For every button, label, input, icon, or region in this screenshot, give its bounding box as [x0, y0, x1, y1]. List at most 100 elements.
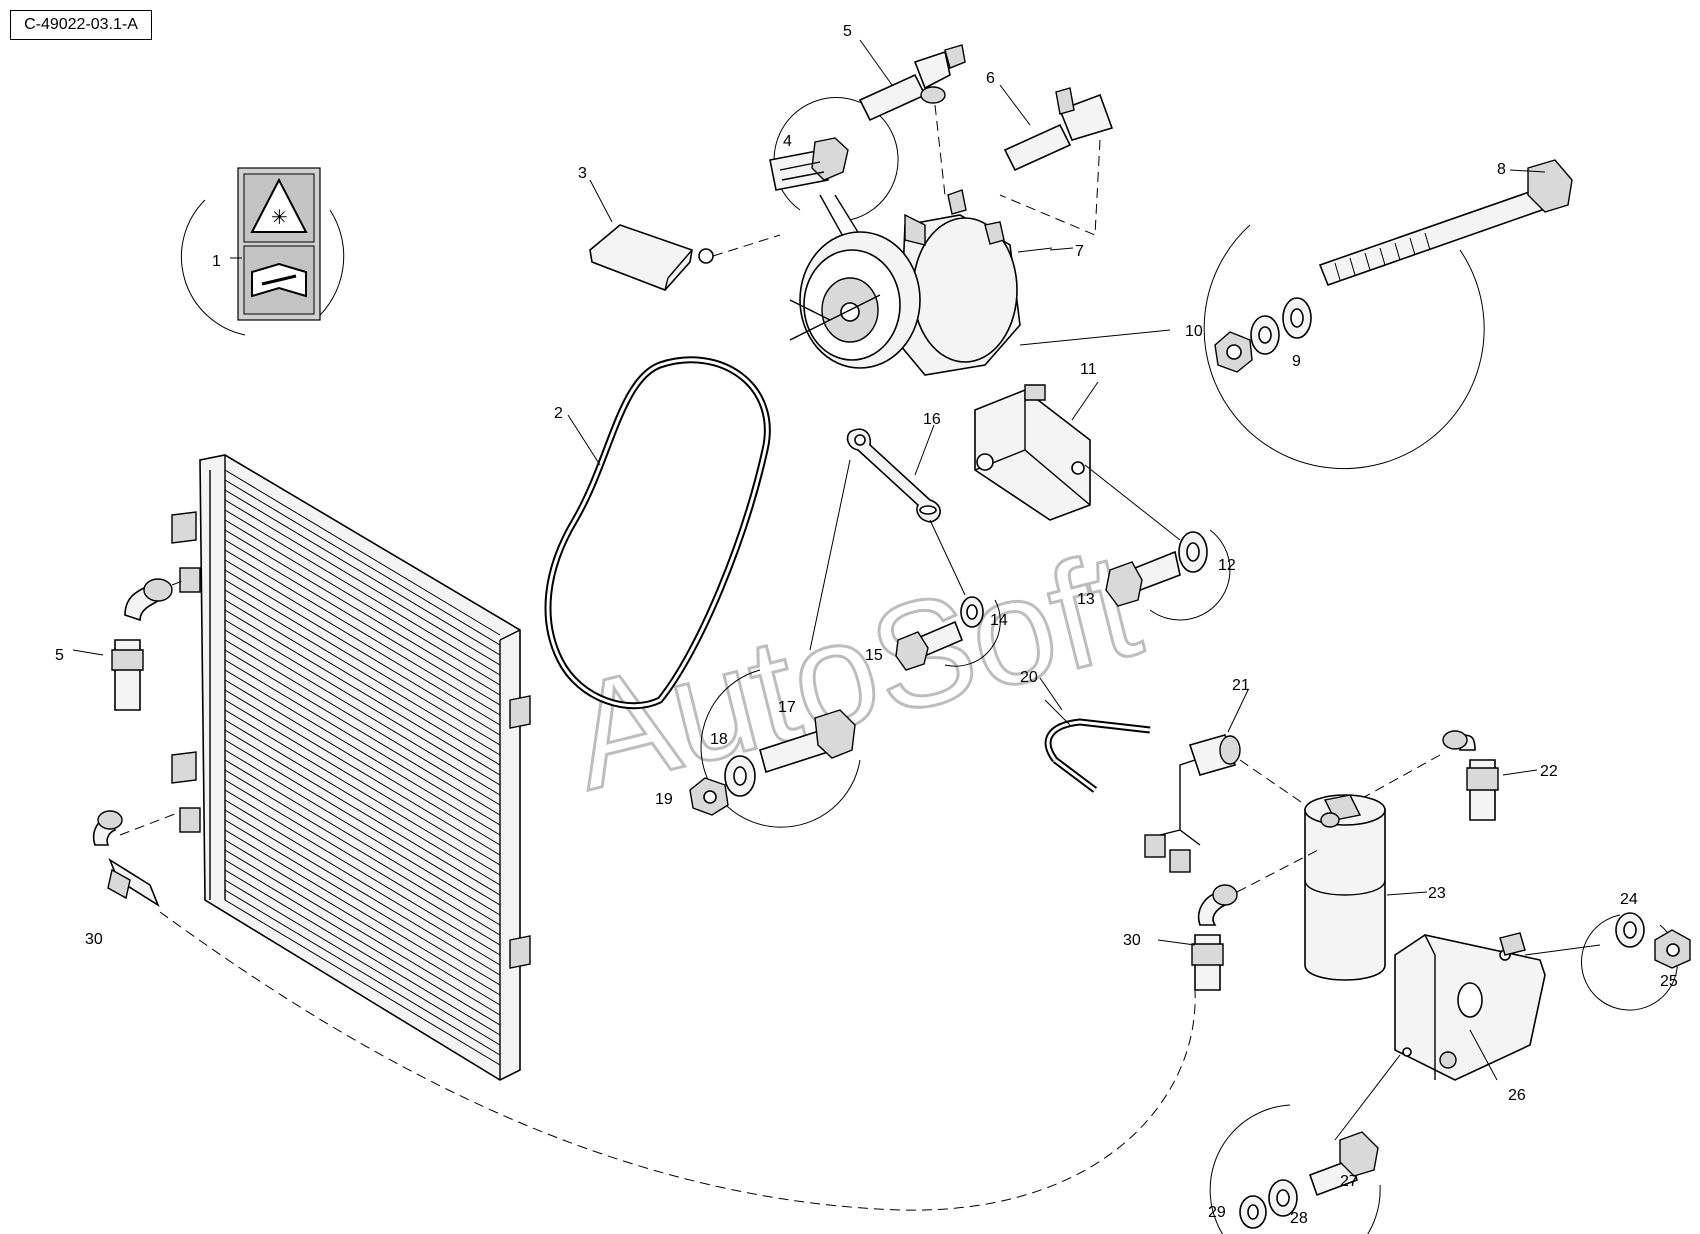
condenser-fin — [224, 579, 501, 746]
callout-26: 26 — [1508, 1087, 1526, 1104]
nut-part-10 — [1019, 329, 1253, 373]
callout-24: 24 — [1620, 891, 1638, 908]
bolt-part-27 — [1209, 1054, 1401, 1234]
condenser-fin — [224, 819, 501, 986]
nut-part-19 — [689, 777, 729, 816]
long-bolt-part-8 — [1203, 159, 1573, 470]
condenser-fin — [224, 679, 501, 846]
condenser-fin — [224, 549, 501, 716]
callout-4: 4 — [783, 133, 792, 150]
condenser-fin — [224, 709, 501, 876]
condenser-fin — [224, 479, 501, 646]
receiver-drier-part-23 — [1304, 794, 1386, 981]
bolt-part-4 — [769, 97, 901, 301]
washer-part-9 — [1250, 297, 1312, 355]
condenser-fin — [224, 649, 501, 816]
washer-part-29 — [1239, 1195, 1267, 1229]
leader-lines — [72, 39, 1546, 1081]
callout-14: 14 — [990, 612, 1008, 629]
condenser-fin — [224, 529, 501, 696]
condenser-fin — [224, 809, 501, 976]
condenser-fin — [224, 849, 501, 1016]
callout-19: 19 — [655, 791, 673, 808]
support-bracket-part-26 — [1394, 932, 1546, 1081]
condenser-fin — [224, 589, 501, 756]
condenser-fin — [224, 749, 501, 916]
ac-compressor-part — [789, 189, 1053, 376]
callout-27: 27 — [1340, 1173, 1358, 1190]
condenser-fin — [224, 629, 501, 796]
condenser-fin — [224, 469, 501, 636]
hose-fitting-part-6-top — [999, 87, 1114, 236]
bracket-clip-part — [589, 224, 781, 291]
u-wire-part-20 — [1044, 699, 1151, 793]
condenser-fin — [224, 789, 501, 956]
pressure-switch-part-21 — [1144, 734, 1321, 873]
washer-part-18 — [724, 755, 756, 797]
washer-part-14 — [929, 519, 1001, 667]
condenser-fin — [224, 539, 501, 706]
bolt-part-17 — [700, 669, 861, 828]
callout-1: 1 — [212, 253, 221, 270]
callout-20: 20 — [1020, 669, 1038, 686]
condenser-fin — [224, 699, 501, 866]
hose-fitting-part-5-top — [858, 44, 966, 196]
callout-7: 7 — [1075, 243, 1084, 260]
bolt-part-13 — [1105, 550, 1181, 607]
warning-triangle-icon — [250, 177, 308, 233]
callout-5-left: 5 — [55, 647, 64, 664]
snowflake-icon: ✳ — [271, 207, 288, 229]
callout-23: 23 — [1428, 885, 1446, 902]
callout-21: 21 — [1232, 677, 1250, 694]
condenser-fin — [224, 599, 501, 766]
condenser-fin — [224, 899, 501, 1066]
callout-5-top: 5 — [843, 23, 852, 40]
callout-30-right: 30 — [1123, 932, 1141, 949]
callout-labels: 1 2 3 4 5 5 6 7 8 9 10 11 12 13 14 15 16… — [55, 23, 1678, 1227]
link-strap-part-16 — [809, 428, 941, 651]
condenser-fin — [224, 559, 501, 726]
condenser-fin — [224, 569, 501, 736]
callout-16: 16 — [923, 411, 941, 428]
drive-belt-part-2 — [544, 356, 771, 710]
condenser-fin — [224, 729, 501, 896]
condenser-fin — [224, 499, 501, 666]
condenser-fin — [224, 739, 501, 906]
condenser-fin — [224, 769, 501, 936]
callout-25: 25 — [1660, 973, 1678, 990]
callout-8: 8 — [1497, 161, 1506, 178]
hose-fitting-part-22 — [1349, 730, 1499, 821]
condenser-fin — [224, 639, 501, 806]
callout-29: 29 — [1208, 1204, 1226, 1221]
condenser-fin — [224, 879, 501, 1046]
washer-part-12 — [1084, 464, 1231, 621]
callout-22: 22 — [1540, 763, 1558, 780]
callout-10: 10 — [1185, 323, 1203, 340]
condenser-fin — [224, 669, 501, 836]
mounting-bracket-part-11 — [974, 384, 1091, 521]
callout-28: 28 — [1290, 1210, 1308, 1227]
condenser-fin — [224, 719, 501, 886]
condenser-fin — [224, 609, 501, 776]
nut-part-25 — [1654, 929, 1691, 969]
condenser-fin — [224, 619, 501, 786]
callout-17: 17 — [778, 699, 796, 716]
callout-15: 15 — [865, 647, 883, 664]
condenser-fin — [224, 509, 501, 676]
callout-11: 11 — [1080, 361, 1097, 378]
callout-12: 12 — [1218, 557, 1236, 574]
reference-code: C-49022-03.1-A — [10, 10, 152, 40]
watermark: AutoSoft — [554, 518, 1156, 823]
callout-3: 3 — [578, 165, 587, 182]
hose-fitting-part-30-right — [1191, 849, 1319, 991]
condenser-fin — [224, 839, 501, 1006]
hose-fitting-part-30-left — [92, 810, 1196, 1211]
callout-30-left: 30 — [85, 931, 103, 948]
warning-decal-part: ✳ — [180, 167, 345, 336]
condenser-fin — [224, 689, 501, 856]
callout-6: 6 — [986, 70, 995, 87]
washer-part-24 — [1524, 912, 1678, 1011]
callout-13: 13 — [1077, 591, 1095, 608]
condenser-fin — [224, 859, 501, 1026]
